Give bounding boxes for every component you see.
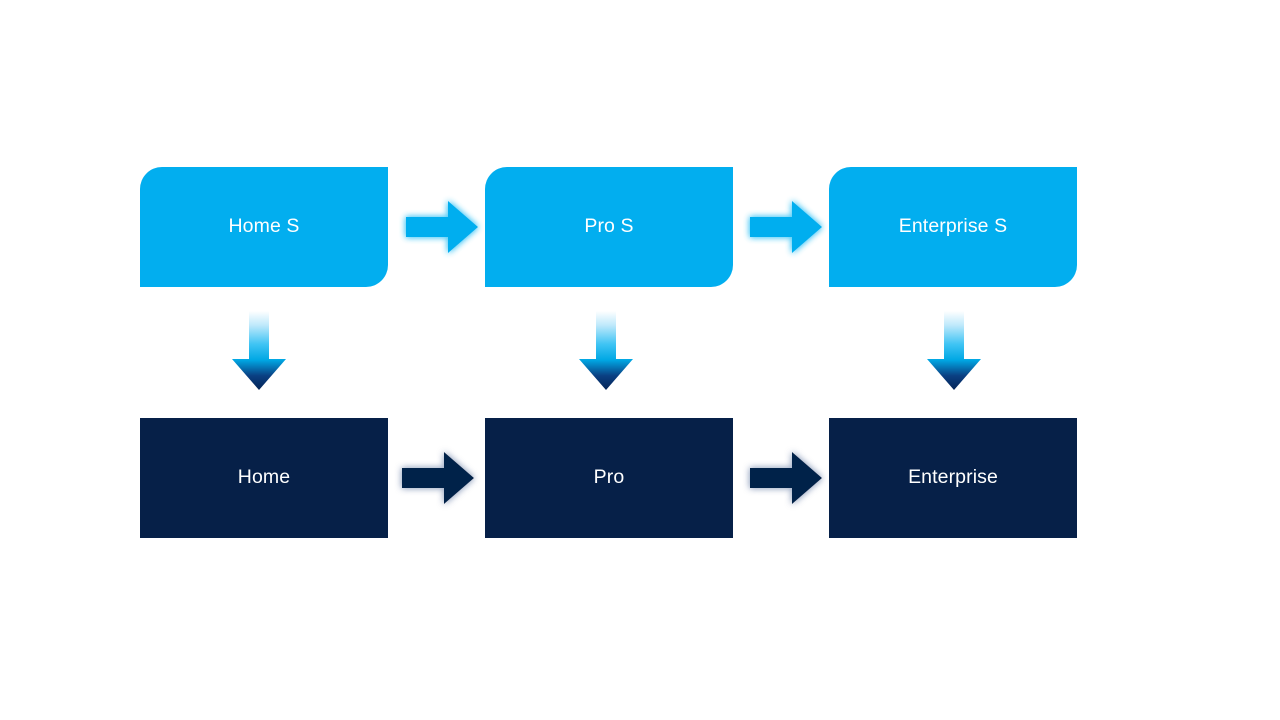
tier-box-label: Enterprise xyxy=(908,466,998,489)
tier-box-label: Pro S xyxy=(584,215,634,238)
tier-box-label: Enterprise S xyxy=(898,215,1008,238)
tier-box-home[interactable]: Home xyxy=(140,418,388,538)
tier-box-enterprise-s[interactable]: Enterprise S xyxy=(829,167,1077,287)
tier-box-home-s[interactable]: Home S xyxy=(140,167,388,287)
tier-box-pro[interactable]: Pro xyxy=(485,418,733,538)
tier-box-pro-s[interactable]: Pro S xyxy=(485,167,733,287)
arrow-down-icon-home-s-to-home xyxy=(230,311,288,391)
tier-box-enterprise[interactable]: Enterprise xyxy=(829,418,1077,538)
arrow-right-icon-home-to-pro xyxy=(400,447,476,509)
arrow-down-icon-enterprise-s-to-enterprise xyxy=(925,311,983,391)
tier-box-label: Home xyxy=(237,466,291,489)
arrow-right-icon-pro-s-to-enterprise-s xyxy=(748,196,824,258)
arrow-right-icon-home-s-to-pro-s xyxy=(404,196,480,258)
tier-box-label: Pro xyxy=(593,466,625,489)
tier-box-label: Home S xyxy=(228,215,300,238)
arrow-right-icon-pro-to-enterprise xyxy=(748,447,824,509)
arrow-down-icon-pro-s-to-pro xyxy=(577,311,635,391)
